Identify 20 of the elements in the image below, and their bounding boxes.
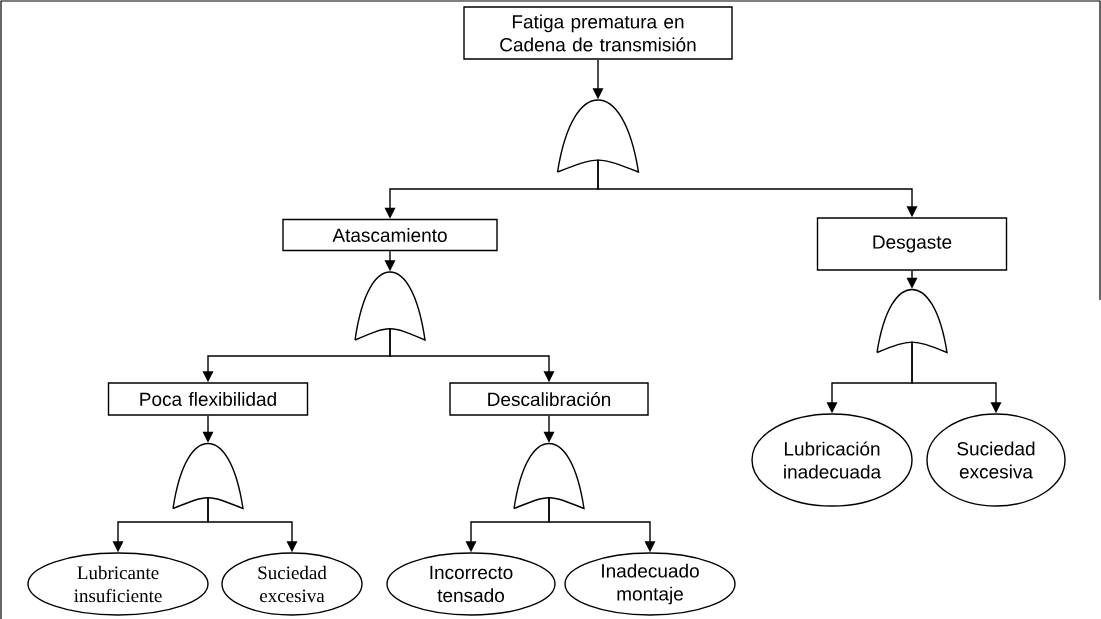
or-gate [876, 288, 948, 354]
or-gate [556, 99, 640, 173]
arrow [389, 327, 555, 383]
arrow [548, 496, 656, 553]
arrow [906, 270, 918, 289]
or-gate [354, 271, 426, 341]
arrow [384, 250, 396, 272]
arrow [543, 415, 555, 443]
arrow [597, 159, 918, 218]
or-gate [172, 442, 244, 510]
arrow [911, 341, 1002, 414]
event-box: Poca flexibilidad [107, 382, 309, 416]
arrow [202, 415, 214, 443]
event-box: Fatiga prematura en Cadena de transmisión [463, 6, 733, 60]
event-box: Desgaste [816, 217, 1008, 271]
event-box: Atascamiento [282, 218, 498, 252]
arrow [592, 59, 604, 100]
or-gate [513, 442, 585, 510]
arrow [207, 496, 298, 553]
event-box: Descalibración [449, 382, 649, 416]
